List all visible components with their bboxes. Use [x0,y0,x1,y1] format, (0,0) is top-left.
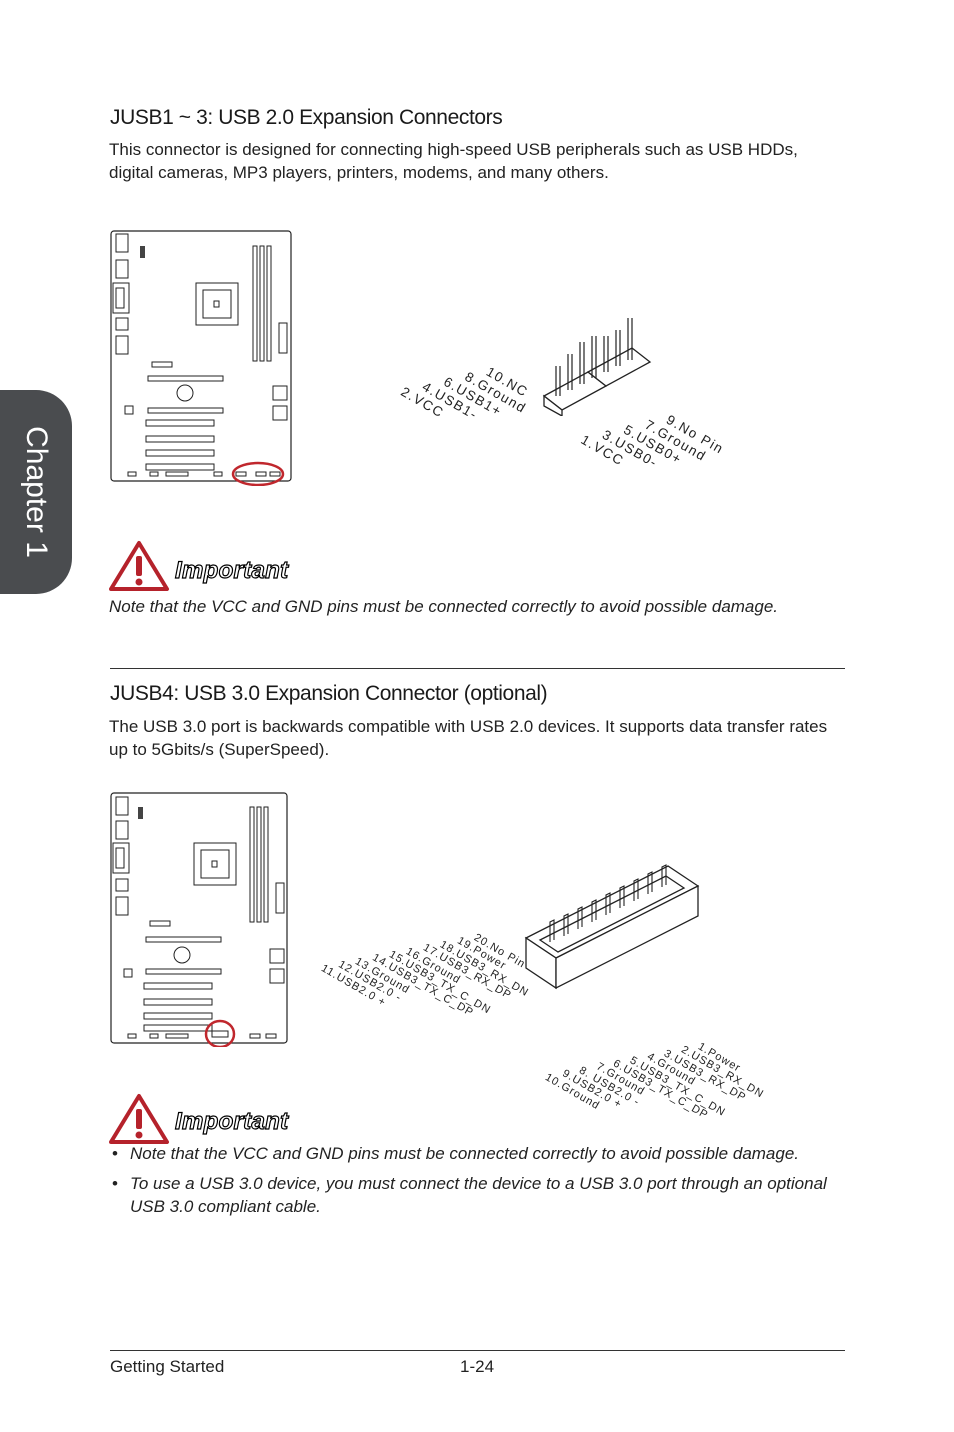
highlight-circle [204,1019,236,1047]
section-text-usb2: This connector is designed for connectin… [109,140,798,182]
section-heading-usb3: JUSB4: USB 3.0 Expansion Connector (opti… [110,682,548,705]
important-note-item: To use a USB 3.0 device, you must connec… [110,1172,840,1218]
section-text-usb3: The USB 3.0 port is backwards compatible… [109,717,828,759]
important-note-item: Note that the VCC and GND pins must be c… [110,1142,840,1165]
usb3-left-pin-list: 20.No Pin 19.Power 18.USB3_RX_DN 17.USB3… [319,874,567,1020]
usb2-connector-drawing [542,318,652,416]
important-title: Important [174,1107,289,1135]
footer-divider [110,1350,845,1351]
warning-icon [109,1094,169,1144]
highlight-circle [231,461,285,486]
chapter-tab-label: Chapter 1 [20,426,53,558]
warning-icon [109,541,169,591]
motherboard-diagram-usb2 [110,230,292,486]
footer-section-title: Getting Started [110,1357,225,1376]
page-number: 1-24 [460,1357,495,1376]
usb2-right-pin-list: 9.No Pin 7.Ground 5.USB0+ 3.USB0- 1.VCC [578,372,746,471]
section-divider [110,668,845,669]
important-title: Important [174,556,289,584]
section-heading-usb2: JUSB1 ~ 3: USB 2.0 Expansion Connectors [110,106,503,129]
usb2-left-pin-list: 10.NC 8.Ground 6.USB1+ 4.USB1- 2.VCC [398,324,554,423]
important-notes-list: Note that the VCC and GND pins must be c… [110,1142,840,1225]
usb3-right-pin-list: 1.Power 2.USB3_RX_DN 3.USB3_RX_DP 4.Grou… [543,983,797,1122]
motherboard-diagram-usb3 [110,792,288,1047]
chapter-tab: Chapter 1 [0,390,72,594]
important-note: Note that the VCC and GND pins must be c… [109,597,779,616]
usb3-connector-drawing [524,864,700,990]
